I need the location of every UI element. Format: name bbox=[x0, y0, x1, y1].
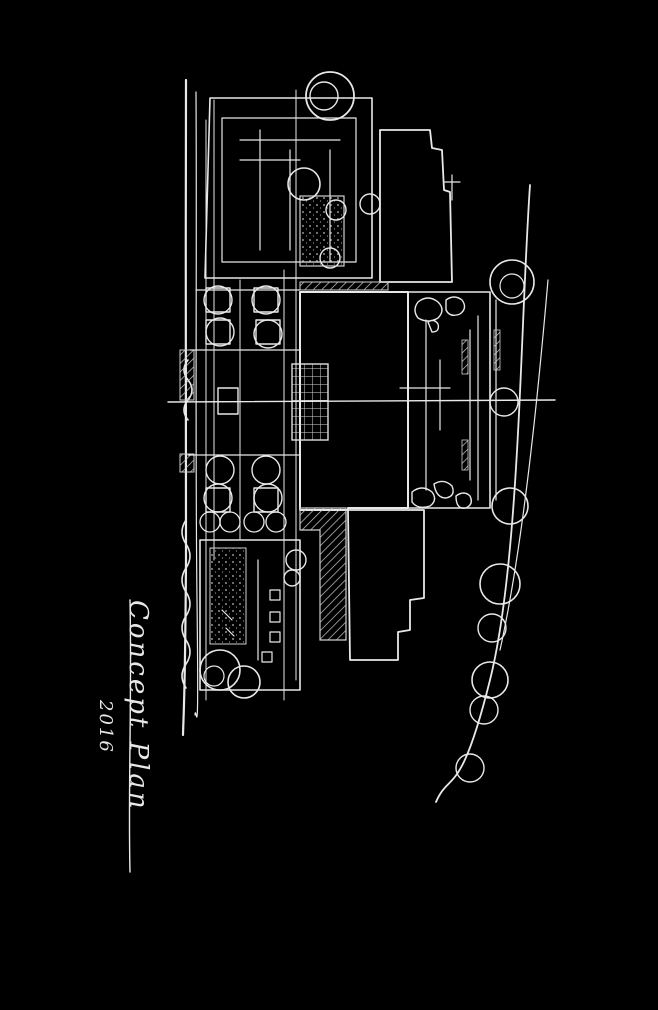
wall-hatch-left-upper bbox=[179, 349, 195, 401]
right-courtyard-details bbox=[399, 299, 497, 501]
hatch-bar-right-2 bbox=[493, 329, 501, 371]
boulder-cluster-top bbox=[414, 296, 466, 333]
property-line-left-inner bbox=[194, 91, 199, 718]
tree-lower-garden-1 bbox=[285, 549, 307, 571]
tree-right-8 bbox=[455, 753, 485, 783]
tree-canopy-top-inner bbox=[309, 81, 339, 111]
building-bottom bbox=[347, 509, 425, 661]
wall-hatch-top bbox=[299, 281, 389, 291]
curved-boundary-right-inner bbox=[499, 279, 549, 651]
building-top-right bbox=[379, 129, 453, 283]
upper-courtyard-inner bbox=[221, 117, 357, 263]
tree-lower-garden-2 bbox=[283, 569, 301, 587]
tree-lower-left-large bbox=[199, 649, 241, 691]
property-line-left bbox=[181, 78, 188, 737]
caption: Concept Plan 2016 bbox=[95, 600, 153, 812]
caption-title: Concept Plan bbox=[123, 600, 153, 812]
boulder-cluster-bottom bbox=[411, 480, 473, 509]
stipple-garden-upper bbox=[299, 195, 345, 267]
small-pavilion-square bbox=[217, 387, 239, 415]
hatch-bar-right-1 bbox=[461, 339, 469, 375]
tree-lower-left-2 bbox=[227, 665, 261, 699]
building-top-right-dim bbox=[444, 174, 461, 201]
ink-layer bbox=[128, 71, 556, 873]
tree-lower-left-3 bbox=[203, 665, 225, 687]
tree-right-1-inner bbox=[499, 273, 525, 299]
lower-garden-details bbox=[221, 559, 281, 663]
tree-canopy-mid-2 bbox=[325, 199, 347, 221]
wall-hatch-bottom bbox=[299, 507, 347, 641]
tree-canopy-mid-3 bbox=[319, 247, 341, 269]
left-guide-lines bbox=[205, 89, 297, 701]
axis-line-horizontal-2 bbox=[187, 289, 301, 456]
wall-hatch-left-lower bbox=[179, 453, 195, 473]
upper-courtyard-outline bbox=[204, 97, 373, 279]
stipple-garden-lower bbox=[209, 547, 247, 645]
tree-right-2 bbox=[489, 387, 519, 417]
tree-canopy-mid bbox=[287, 167, 321, 201]
tree-right-7 bbox=[469, 695, 499, 725]
tree-right-1 bbox=[489, 259, 535, 305]
lower-garden-outline bbox=[199, 539, 301, 691]
tree-right-5 bbox=[477, 613, 507, 643]
caption-year: 2016 bbox=[95, 699, 116, 754]
tree-right-3 bbox=[491, 487, 529, 525]
tree-right-4 bbox=[479, 563, 521, 605]
tree-canopy-top-large bbox=[305, 71, 355, 121]
hatch-bar-right-3 bbox=[461, 439, 469, 471]
caption-underline bbox=[128, 599, 132, 873]
